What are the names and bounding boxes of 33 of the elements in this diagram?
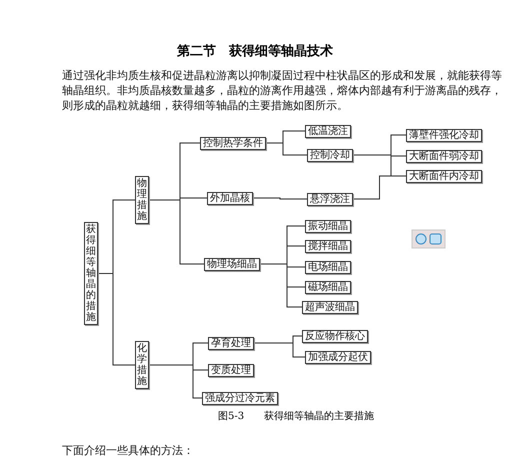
process-box: 物理场细晶 xyxy=(204,258,260,270)
process-box: 电场细晶 xyxy=(305,260,351,274)
process-box: 磁场细晶 xyxy=(305,280,351,294)
vertical-label-box: 物理措施 xyxy=(135,176,149,224)
figure-caption: 图5-3 获得细等轴晶的主要措施 xyxy=(218,410,374,423)
process-box: 变质处理 xyxy=(208,364,254,376)
connector-line xyxy=(252,198,308,200)
process-box: 强成分过冷元素 xyxy=(202,392,278,404)
process-box: 大断面件弱冷却 xyxy=(406,150,482,162)
intro-paragraph: 通过强化非均质生核和促进晶粒游离以抑制凝固过程中柱状晶区的形成和发展，就能获得等轴晶组织。非均质晶核数量越多，晶粒的游离作用越强，熔体内部越有利于游离晶的残存，则形成的晶粒就越细，获得细等轴晶的主要措施如图所示。 xyxy=(62,68,503,113)
process-box: 孕育处理 xyxy=(208,336,254,350)
connector-line xyxy=(148,200,204,264)
connector-line xyxy=(260,264,302,308)
process-box: 悬浮浇注 xyxy=(307,192,353,206)
process-box: 外加晶核 xyxy=(207,192,253,204)
vertical-label-box: 获得细等轴晶的措施 xyxy=(84,222,98,325)
body-text: 下面介绍一些具体的方法： xyxy=(62,443,195,458)
connector-line xyxy=(254,342,306,358)
process-box: 低温浇注 xyxy=(305,124,351,138)
process-box: 大断面件内冷却 xyxy=(406,170,482,182)
process-box: 加强成分起伏 xyxy=(305,350,371,364)
process-box: 超声波细晶 xyxy=(302,300,358,314)
process-box: 反应物作核心 xyxy=(302,330,368,342)
connector-line xyxy=(98,273,136,366)
process-box: 振动细晶 xyxy=(305,220,351,232)
section-title: 第二节 获得细等轴晶技术 xyxy=(176,43,334,60)
process-box: 搅拌细晶 xyxy=(305,240,351,252)
connector-line xyxy=(266,142,308,156)
vertical-label-box: 化学措施 xyxy=(135,341,149,389)
connector-line xyxy=(352,176,406,200)
process-box: 薄壁件强化冷却 xyxy=(406,128,482,142)
process-box: 控制热学条件 xyxy=(200,136,266,150)
process-box: 控制冷却 xyxy=(307,148,353,162)
